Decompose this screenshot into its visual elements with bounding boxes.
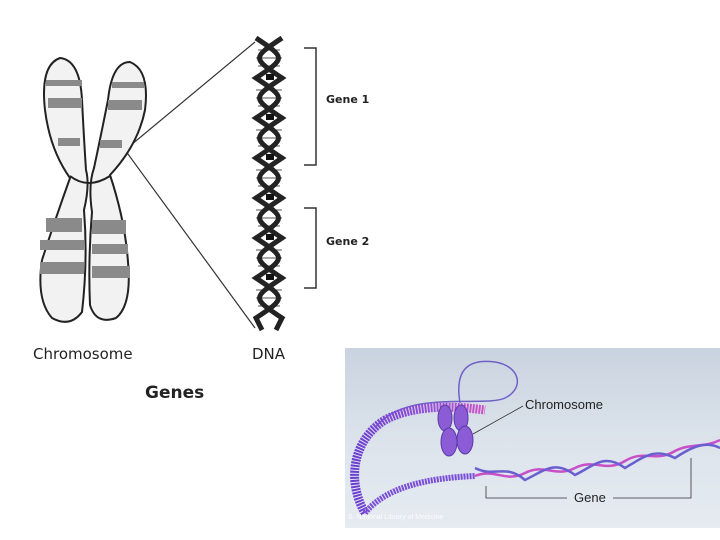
gene2-label: Gene 2 xyxy=(326,235,370,248)
chromosome-gene-illustration: Chromosome Gene S. National Library of M… xyxy=(345,348,720,528)
gene-callout-bracket xyxy=(485,486,567,499)
gene1-label: Gene 1 xyxy=(326,93,370,106)
genes-title: Genes xyxy=(145,383,205,403)
connector-line-bottom xyxy=(124,149,256,329)
dna-helix-strand-2 xyxy=(474,443,720,482)
gene2-bracket xyxy=(304,207,317,289)
chromosome-callout-line xyxy=(472,405,524,435)
chromosome-dna-diagram xyxy=(39,35,317,332)
dna-helix-strand-1 xyxy=(474,438,720,478)
chromosome-illustration xyxy=(39,56,147,323)
gene-callout-bracket-right xyxy=(613,458,692,499)
chromosome-bands xyxy=(40,80,144,278)
dna-thread-loop xyxy=(374,360,519,429)
dna-caption: DNA xyxy=(252,345,286,363)
dna-strand-a xyxy=(251,35,281,332)
image-credit: S. National Library of Medicine xyxy=(348,514,444,521)
dna-strand-b xyxy=(257,35,287,332)
dna-double-helix xyxy=(251,35,287,332)
coiled-chromatin xyxy=(350,402,486,516)
dna-dark-bases xyxy=(266,74,274,280)
gene1-bracket xyxy=(304,47,317,166)
photo-chromosome-label: Chromosome xyxy=(525,397,604,412)
chromatin-tail xyxy=(362,473,476,515)
chromosome-caption: Chromosome xyxy=(33,345,133,363)
connector-line-top xyxy=(124,41,256,151)
photo-gene-label: Gene xyxy=(574,490,606,505)
chromosome-3d xyxy=(437,404,474,457)
